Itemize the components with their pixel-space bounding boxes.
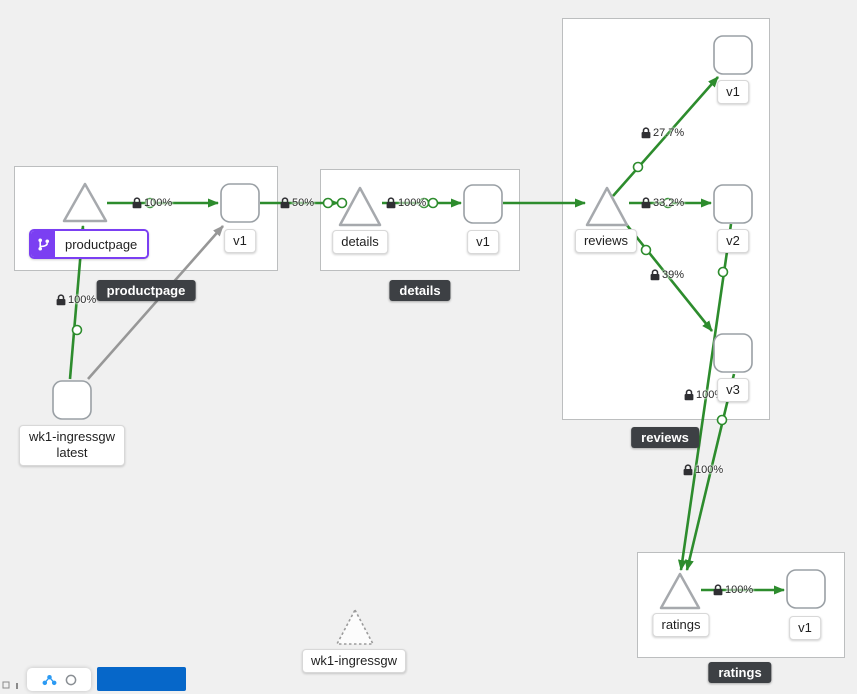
edge-waypoint [71, 324, 83, 336]
service-node-reviews[interactable] [585, 186, 629, 227]
lock-icon [683, 464, 693, 476]
edge-v2-to-ratings[interactable] [677, 223, 733, 571]
legend-button[interactable] [97, 667, 186, 691]
edge-waypoint [717, 266, 729, 278]
workload-node-details-v1[interactable] [463, 184, 503, 224]
lock-icon [684, 389, 694, 401]
node-label-reviews-v2[interactable]: v2 [717, 229, 749, 254]
node-label-ratings-v1[interactable]: v1 [789, 616, 821, 641]
ingressgw-version: latest [56, 445, 88, 461]
edge-waypoint [632, 161, 644, 173]
edge-waypoint [716, 414, 728, 426]
service-node-details[interactable] [338, 186, 382, 227]
edge-label-ratings-to-v1: 100% [713, 584, 753, 596]
lock-icon [641, 127, 651, 139]
edge-waypoint [662, 197, 674, 209]
edge-waypoint [322, 197, 334, 209]
node-label-details-v1[interactable]: v1 [467, 230, 499, 255]
lock-icon [280, 197, 290, 209]
edge-waypoint [640, 244, 652, 256]
edge-label-pp-to-v1: 100% [132, 197, 172, 209]
zoom-controls-partial[interactable] [2, 679, 26, 691]
node-label-reviews[interactable]: reviews [574, 229, 638, 254]
edge-label-reviews-to-v1: 27.7% [641, 127, 684, 139]
graph-mini-toolbar[interactable] [27, 668, 91, 691]
edge-waypoint [336, 197, 348, 209]
node-label-details[interactable]: details [332, 230, 388, 255]
edge-waypoint [427, 197, 439, 209]
group-tooltip-reviews: reviews [631, 427, 699, 448]
lock-icon [386, 197, 396, 209]
node-label-ingressgw[interactable]: wk1-ingressgw latest [19, 425, 125, 466]
workload-node-reviews-v1[interactable] [713, 35, 753, 75]
node-label-reviews-v1[interactable]: v1 [717, 80, 749, 105]
service-node-ratings[interactable] [659, 572, 701, 610]
group-tooltip-details: details [389, 280, 451, 301]
group-tooltip-ratings: ratings [708, 662, 772, 683]
workload-node-productpage-v1[interactable] [220, 183, 260, 223]
edge-reviews-to-v1[interactable] [612, 76, 719, 197]
node-label-productpage-v1[interactable]: v1 [224, 229, 256, 254]
lock-icon [713, 584, 723, 596]
lock-icon [56, 294, 66, 306]
lock-icon [650, 269, 660, 281]
node-label-productpage[interactable]: productpage [29, 229, 150, 259]
edge-label-v2-to-ratings: 100% [684, 389, 724, 401]
node-label-idle-ingressgw[interactable]: wk1-ingressgw [302, 649, 406, 674]
workload-node-reviews-v2[interactable] [713, 184, 753, 224]
lock-icon [641, 197, 651, 209]
edge-label-details-to-v1: 100% [386, 197, 426, 209]
edge-label-reviews-to-v3: 39% [650, 269, 684, 281]
edge-v3-to-ratings[interactable] [684, 373, 736, 571]
service-node-productpage[interactable] [62, 182, 108, 223]
ingressgw-name: wk1-ingressgw [29, 429, 115, 444]
idle-service-node-ingressgw[interactable] [336, 609, 374, 645]
edge-label-reviews-to-v2: 33.2% [641, 197, 684, 209]
lock-icon [132, 197, 142, 209]
edge-waypoint [144, 197, 156, 209]
node-label-text: productpage [55, 231, 148, 257]
node-label-ratings[interactable]: ratings [652, 613, 710, 638]
edge-label-ingress-to-pp: 100% [56, 294, 96, 306]
edge-label-ppv1-to-details: 50% [280, 197, 314, 209]
workload-node-ratings-v1[interactable] [786, 569, 826, 609]
clear-icon[interactable] [65, 674, 77, 686]
workload-node-ingressgw[interactable] [52, 380, 92, 420]
group-tooltip-productpage: productpage [96, 280, 196, 301]
edge-ingress-to-ppv1[interactable] [87, 225, 224, 380]
graph-icon[interactable] [42, 673, 57, 687]
edge-label-v3-to-ratings: 100% [683, 464, 723, 476]
code-branch-icon [31, 231, 55, 257]
workload-node-reviews-v3[interactable] [713, 333, 753, 373]
node-label-reviews-v3[interactable]: v3 [717, 378, 749, 403]
